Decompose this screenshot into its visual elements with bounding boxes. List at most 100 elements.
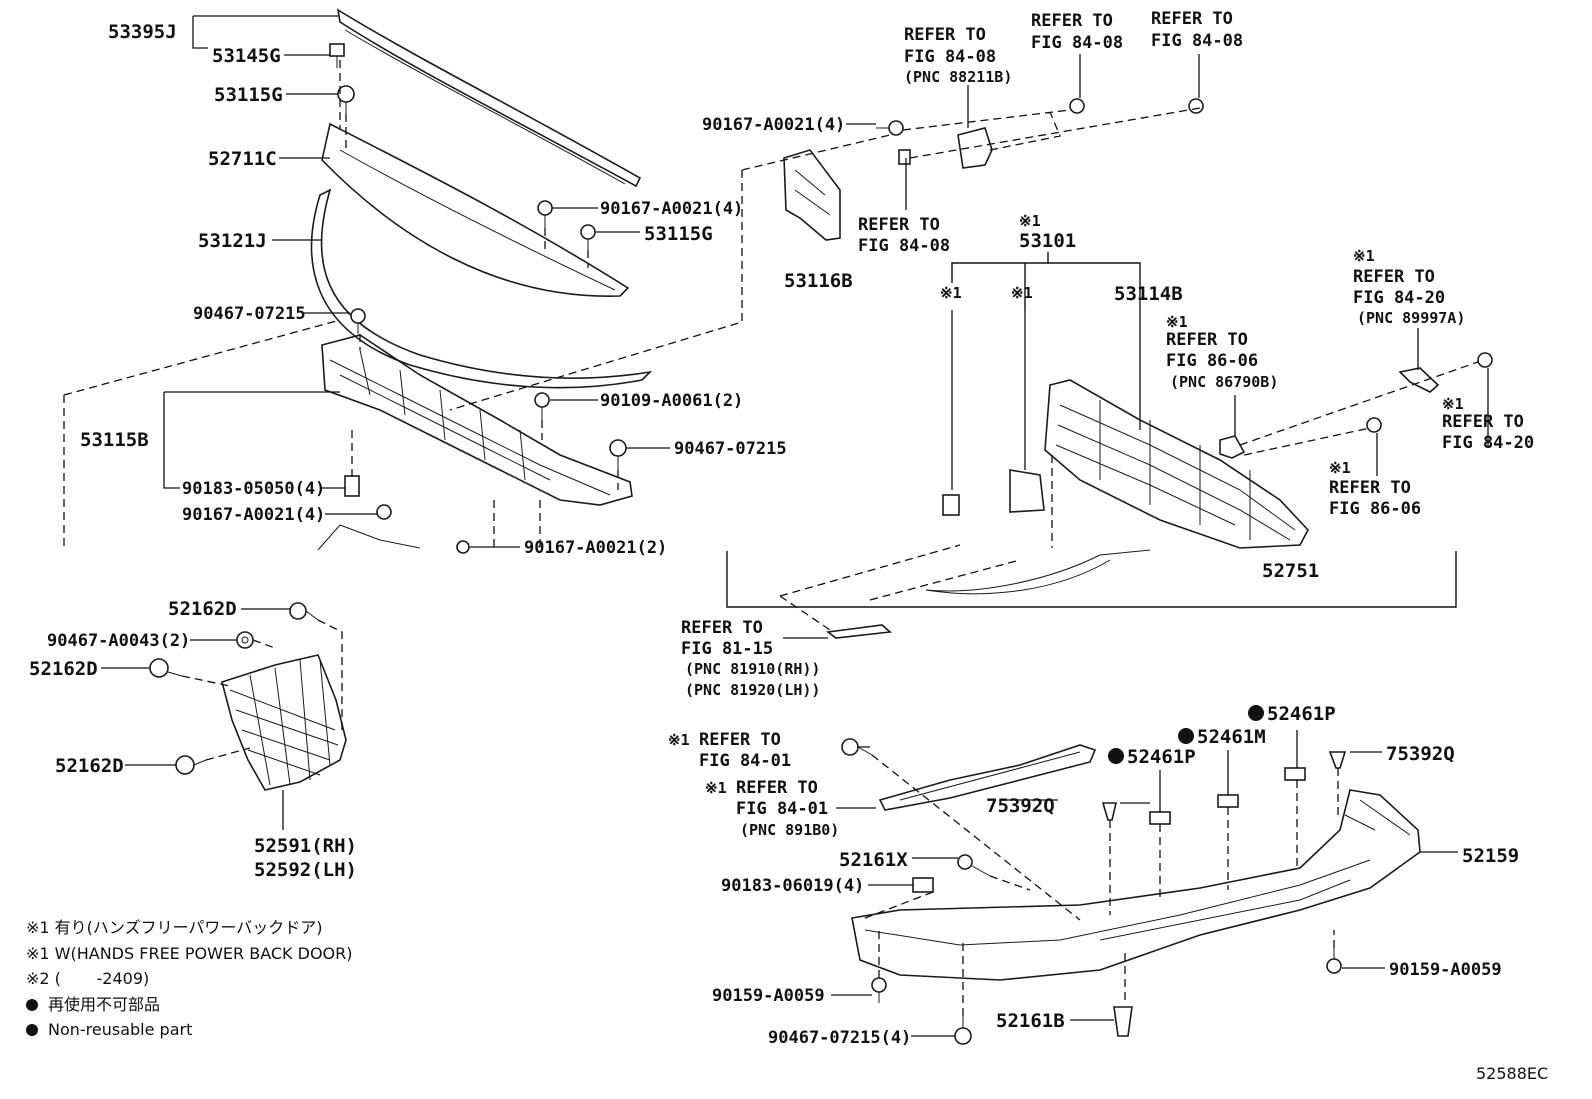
label-90167-A0021-c: 90167-A0021(2) bbox=[524, 538, 667, 558]
bolt-icon-84-20 bbox=[1477, 352, 1493, 368]
label-90159-A0059-a: 90159-A0059 bbox=[712, 986, 825, 1006]
pad-icon-52461M bbox=[1217, 794, 1239, 808]
sensor-88211B bbox=[957, 127, 993, 169]
note-mark2: ※2 ( -2409) bbox=[26, 969, 150, 988]
ref-86790B-line3: (PNC 86790B) bbox=[1170, 373, 1278, 391]
ref-89997A-line3: (PNC 89997A) bbox=[1357, 309, 1465, 327]
mark-clip-1: ※1 bbox=[940, 284, 962, 302]
ref-86790B-line2: FIG 86-06 bbox=[1166, 351, 1258, 371]
mark-53101: ※1 bbox=[1019, 212, 1041, 230]
label-52159: 52159 bbox=[1462, 845, 1519, 867]
bolt-icon-84-08-a bbox=[1069, 98, 1085, 114]
label-90183-05050: 90183-05050(4) bbox=[182, 479, 325, 499]
label-52751: 52751 bbox=[1262, 560, 1319, 582]
mark-84-01-a: ※1 bbox=[668, 731, 690, 749]
label-53114B: 53114B bbox=[1114, 283, 1183, 305]
rivet-icon-52161B bbox=[1113, 1006, 1133, 1037]
mudguard-52591 bbox=[221, 654, 347, 791]
ref-84-08-a-line2: FIG 84-08 bbox=[1031, 33, 1123, 53]
screw-icon-90159-a bbox=[871, 977, 887, 1003]
ref-81-15-line3: (PNC 81910(RH)) bbox=[685, 660, 820, 678]
clip-icon-90467-c bbox=[954, 1016, 972, 1045]
ref-88211B-line1: REFER TO bbox=[904, 25, 986, 45]
ref-84-08-c-line2: FIG 84-08 bbox=[858, 236, 950, 256]
ref-81-15-line1: REFER TO bbox=[681, 618, 763, 638]
label-52461P-b: 52461P bbox=[1267, 703, 1336, 725]
bolt-icon-90167-top bbox=[876, 120, 904, 136]
note-nonreusable-en-text: Non-reusable part bbox=[48, 1020, 193, 1039]
ref-84-01-b-line2: FIG 84-01 bbox=[736, 799, 828, 819]
label-52161X: 52161X bbox=[839, 849, 908, 871]
nonreusable-dot-52461P-b bbox=[1248, 705, 1264, 721]
mark-84-20: ※1 bbox=[1442, 395, 1464, 413]
clip-icon-53115G-b bbox=[580, 224, 596, 250]
ref-84-20-line1: REFER TO bbox=[1442, 412, 1524, 432]
ref-89997A-line1: REFER TO bbox=[1353, 267, 1435, 287]
ref-88211B-line3: (PNC 88211B) bbox=[904, 68, 1012, 86]
bolt-icon-90167-c bbox=[456, 540, 470, 554]
bolt-icon-90167-b bbox=[376, 504, 392, 520]
ref-84-08-b-line2: FIG 84-08 bbox=[1151, 31, 1243, 51]
label-53116B: 53116B bbox=[784, 270, 853, 292]
ref-86-06-line1: REFER TO bbox=[1329, 478, 1411, 498]
ref-86-06-line2: FIG 86-06 bbox=[1329, 499, 1421, 519]
ref-81-15-line4: (PNC 81920(LH)) bbox=[685, 681, 820, 699]
label-53121J: 53121J bbox=[198, 230, 267, 252]
ref-84-20-line2: FIG 84-20 bbox=[1442, 433, 1534, 453]
note-mark1-en: ※1 W(HANDS FREE POWER BACK DOOR) bbox=[26, 943, 353, 963]
washer-icon-90467-A0043 bbox=[236, 631, 254, 649]
nut-icon-90183-06019 bbox=[912, 877, 934, 893]
bullet-dot-icon bbox=[26, 1024, 38, 1036]
label-90467-A0043: 90467-A0043(2) bbox=[47, 631, 190, 651]
label-90159-A0059-b: 90159-A0059 bbox=[1389, 960, 1502, 980]
ref-84-08-a-line1: REFER TO bbox=[1031, 11, 1113, 31]
label-90467-07215-c: 90467-07215(4) bbox=[768, 1028, 911, 1048]
ref-84-01-a-line1: REFER TO bbox=[699, 730, 781, 750]
diagram-code: 52588EC bbox=[1476, 1064, 1549, 1083]
clip-icon-53145G bbox=[329, 43, 345, 68]
label-90467-07215-a: 90467-07215 bbox=[193, 304, 306, 324]
nut-icon-90183-05050 bbox=[344, 475, 360, 497]
label-52162D-a: 52162D bbox=[168, 598, 237, 620]
label-53101: 53101 bbox=[1019, 230, 1076, 252]
nonreusable-dot-52461M bbox=[1178, 728, 1194, 744]
label-90467-07215-b: 90467-07215 bbox=[674, 439, 787, 459]
mark-84-01-b: ※1 bbox=[705, 779, 727, 797]
ref-81-15-line2: FIG 81-15 bbox=[681, 639, 773, 659]
mark-86790B: ※1 bbox=[1166, 313, 1188, 331]
clip-icon-90467-b bbox=[609, 439, 627, 470]
clip-icon-1 bbox=[942, 494, 960, 516]
pad-icon-52461P-a bbox=[1149, 811, 1171, 825]
label-52711C: 52711C bbox=[208, 148, 277, 170]
bumper-lower-52159 bbox=[851, 789, 1421, 981]
ref-88211B-line2: FIG 84-08 bbox=[904, 47, 996, 67]
label-90109: 90109-A0061(2) bbox=[600, 391, 743, 411]
label-90183-06019: 90183-06019(4) bbox=[721, 876, 864, 896]
label-52461M: 52461M bbox=[1197, 726, 1266, 748]
ref-84-08-b-line1: REFER TO bbox=[1151, 9, 1233, 29]
bracket-53116B bbox=[783, 149, 841, 241]
sensor-harness-891B0 bbox=[878, 744, 1097, 811]
note-nonreusable-en: Non-reusable part bbox=[26, 1017, 353, 1043]
bolt-icon-90167-mid bbox=[537, 200, 553, 228]
retainer-53115B bbox=[321, 334, 633, 506]
note-nonreusable-jp-text: 再使用不可部品 bbox=[48, 994, 161, 1014]
clip-icon-75392Q-a bbox=[1328, 751, 1347, 769]
nonreusable-dot-52461P-a bbox=[1108, 748, 1124, 764]
ref-89997A-line2: FIG 84-20 bbox=[1353, 288, 1445, 308]
clip-icon-90467-a bbox=[350, 308, 366, 334]
clip-icon-52162D-b bbox=[149, 658, 183, 678]
bolt-icon-90109 bbox=[534, 392, 550, 420]
grille-52751 bbox=[1044, 379, 1309, 549]
bracket-icon-2 bbox=[1009, 469, 1045, 513]
label-53115G-b: 53115G bbox=[644, 223, 713, 245]
legend-notes: ※1 有り(ハンズフリーパワーバックドア) ※1 W(HANDS FREE PO… bbox=[26, 915, 353, 1043]
label-53115B: 53115B bbox=[80, 429, 149, 451]
bolt-icon-86-06 bbox=[1366, 417, 1382, 433]
ref-86790B-line1: REFER TO bbox=[1166, 330, 1248, 350]
sensor-86790B bbox=[1219, 435, 1246, 459]
mark-bracket-2: ※1 bbox=[1011, 284, 1033, 302]
mark-89997A: ※1 bbox=[1353, 247, 1375, 265]
